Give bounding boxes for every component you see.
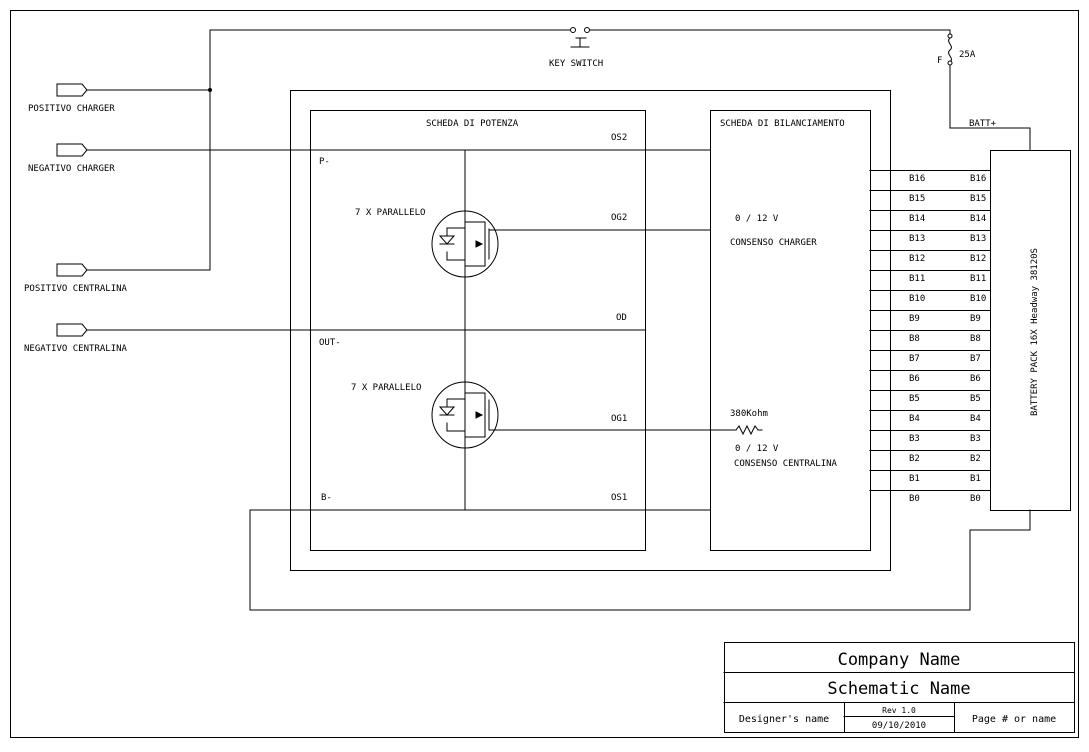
balance-pin-label-pack-b16: B16 xyxy=(970,174,986,184)
balance-pin-label-pack-b7: B7 xyxy=(970,354,981,364)
balance-pin-label-pack-b5: B5 xyxy=(970,394,981,404)
balance-pin-label-pack-b6: B6 xyxy=(970,374,981,384)
p-minus-label: P- xyxy=(319,157,330,167)
power-board-wiring xyxy=(249,149,1031,611)
balance-pin-label-board-b14: B14 xyxy=(909,214,925,224)
out-minus-label: OUT- xyxy=(319,338,341,348)
positivo-charger-label: POSITIVO CHARGER xyxy=(28,104,115,114)
connector-negativo-centralina: NEGATIVO CENTRALINA xyxy=(24,323,646,354)
revision: Rev 1.0 xyxy=(882,706,916,715)
parallelo-bottom-label: 7 X PARALLELO xyxy=(351,383,421,393)
company-name: Company Name xyxy=(838,650,961,670)
balance-pin-label-pack-b8: B8 xyxy=(970,334,981,344)
os1-label: OS1 xyxy=(611,493,627,503)
date: 09/10/2010 xyxy=(872,721,926,731)
mosfet-bottom xyxy=(431,374,499,451)
negativo-charger-label: NEGATIVO CHARGER xyxy=(28,164,115,174)
balance-pin-label-board-b4: B4 xyxy=(909,414,920,424)
og2-label: OG2 xyxy=(611,213,627,223)
sheet-border xyxy=(10,10,1079,738)
parallelo-top-label: 7 X PARALLELO xyxy=(355,208,425,218)
balance-pin-label-board-b0: B0 xyxy=(909,494,920,504)
balance-pin-label-pack-b15: B15 xyxy=(970,194,986,204)
fuse-rating-label: 25A xyxy=(959,50,976,60)
page-name: Page # or name xyxy=(972,714,1056,725)
balance-pin-label-pack-b9: B9 xyxy=(970,314,981,324)
schematic-name: Schematic Name xyxy=(827,679,970,699)
consenso-charger-label: CONSENSO CHARGER xyxy=(730,238,817,248)
resistor-label: 380Kohm xyxy=(730,409,768,419)
title-block xyxy=(723,642,1075,733)
balance-pin-label-board-b15: B15 xyxy=(909,194,925,204)
connector-negativo-charger: NEGATIVO CHARGER xyxy=(28,143,711,174)
batt-plus-label: BATT+ xyxy=(969,119,997,129)
balance-pin-label-board-b3: B3 xyxy=(909,434,920,444)
balance-pin-label-pack-b13: B13 xyxy=(970,234,986,244)
power-board-title: SCHEDA DI POTENZA xyxy=(426,119,519,129)
balance-pin-label-board-b7: B7 xyxy=(909,354,920,364)
balance-pin-label-board-b13: B13 xyxy=(909,234,925,244)
balance-pin-label-pack-b3: B3 xyxy=(970,434,981,444)
balance-pin-label-board-b12: B12 xyxy=(909,254,925,264)
volt-bottom-label: 0 / 12 V xyxy=(735,444,779,454)
balance-pin-label-pack-b11: B11 xyxy=(970,274,986,284)
balance-pin-label-pack-b0: B0 xyxy=(970,494,981,504)
resistor-symbol xyxy=(735,424,763,436)
battery-pack-label: BATTERY PACK 16X Headway 38120S xyxy=(1030,248,1040,416)
od-label: OD xyxy=(616,313,627,323)
fuse-ref-label: F xyxy=(937,56,942,66)
og1-label: OG1 xyxy=(611,414,627,424)
balance-board xyxy=(710,110,871,551)
volt-top-label: 0 / 12 V xyxy=(735,214,779,224)
connector-positivo-centralina: POSITIVO CENTRALINA xyxy=(24,263,211,294)
balance-pin-label-board-b5: B5 xyxy=(909,394,920,404)
balance-pin-label-pack-b2: B2 xyxy=(970,454,981,464)
power-board xyxy=(310,110,646,551)
balance-pin-label-board-b6: B6 xyxy=(909,374,920,384)
balance-pin-label-pack-b14: B14 xyxy=(970,214,986,224)
key-switch-contacts xyxy=(570,27,953,66)
balance-board-title: SCHEDA DI BILANCIAMENTO xyxy=(720,119,845,129)
balance-pin-label-pack-b12: B12 xyxy=(970,254,986,264)
connector-positivo-charger: POSITIVO CHARGER xyxy=(28,83,211,114)
balance-pin-label-board-b10: B10 xyxy=(909,294,925,304)
balance-pin-label-board-b2: B2 xyxy=(909,454,920,464)
os2-label: OS2 xyxy=(611,133,627,143)
balance-pin-label-pack-b1: B1 xyxy=(970,474,981,484)
mosfet-top xyxy=(431,209,499,281)
key-switch-label: KEY SWITCH xyxy=(549,59,603,69)
designer-name: Designer's name xyxy=(739,714,829,725)
consenso-centralina-label: CONSENSO CENTRALINA xyxy=(734,459,838,469)
balance-pin-label-board-b11: B11 xyxy=(909,274,925,284)
b-minus-label: B- xyxy=(321,493,332,503)
positivo-centralina-label: POSITIVO CENTRALINA xyxy=(24,284,128,294)
balance-pin-label-pack-b10: B10 xyxy=(970,294,986,304)
balance-pin-label-board-b8: B8 xyxy=(909,334,920,344)
negativo-centralina-label: NEGATIVO CENTRALINA xyxy=(24,344,128,354)
balance-pin-label-board-b16: B16 xyxy=(909,174,925,184)
balance-pin-label-board-b9: B9 xyxy=(909,314,920,324)
balance-pin-label-board-b1: B1 xyxy=(909,474,920,484)
balance-pin-label-pack-b4: B4 xyxy=(970,414,981,424)
